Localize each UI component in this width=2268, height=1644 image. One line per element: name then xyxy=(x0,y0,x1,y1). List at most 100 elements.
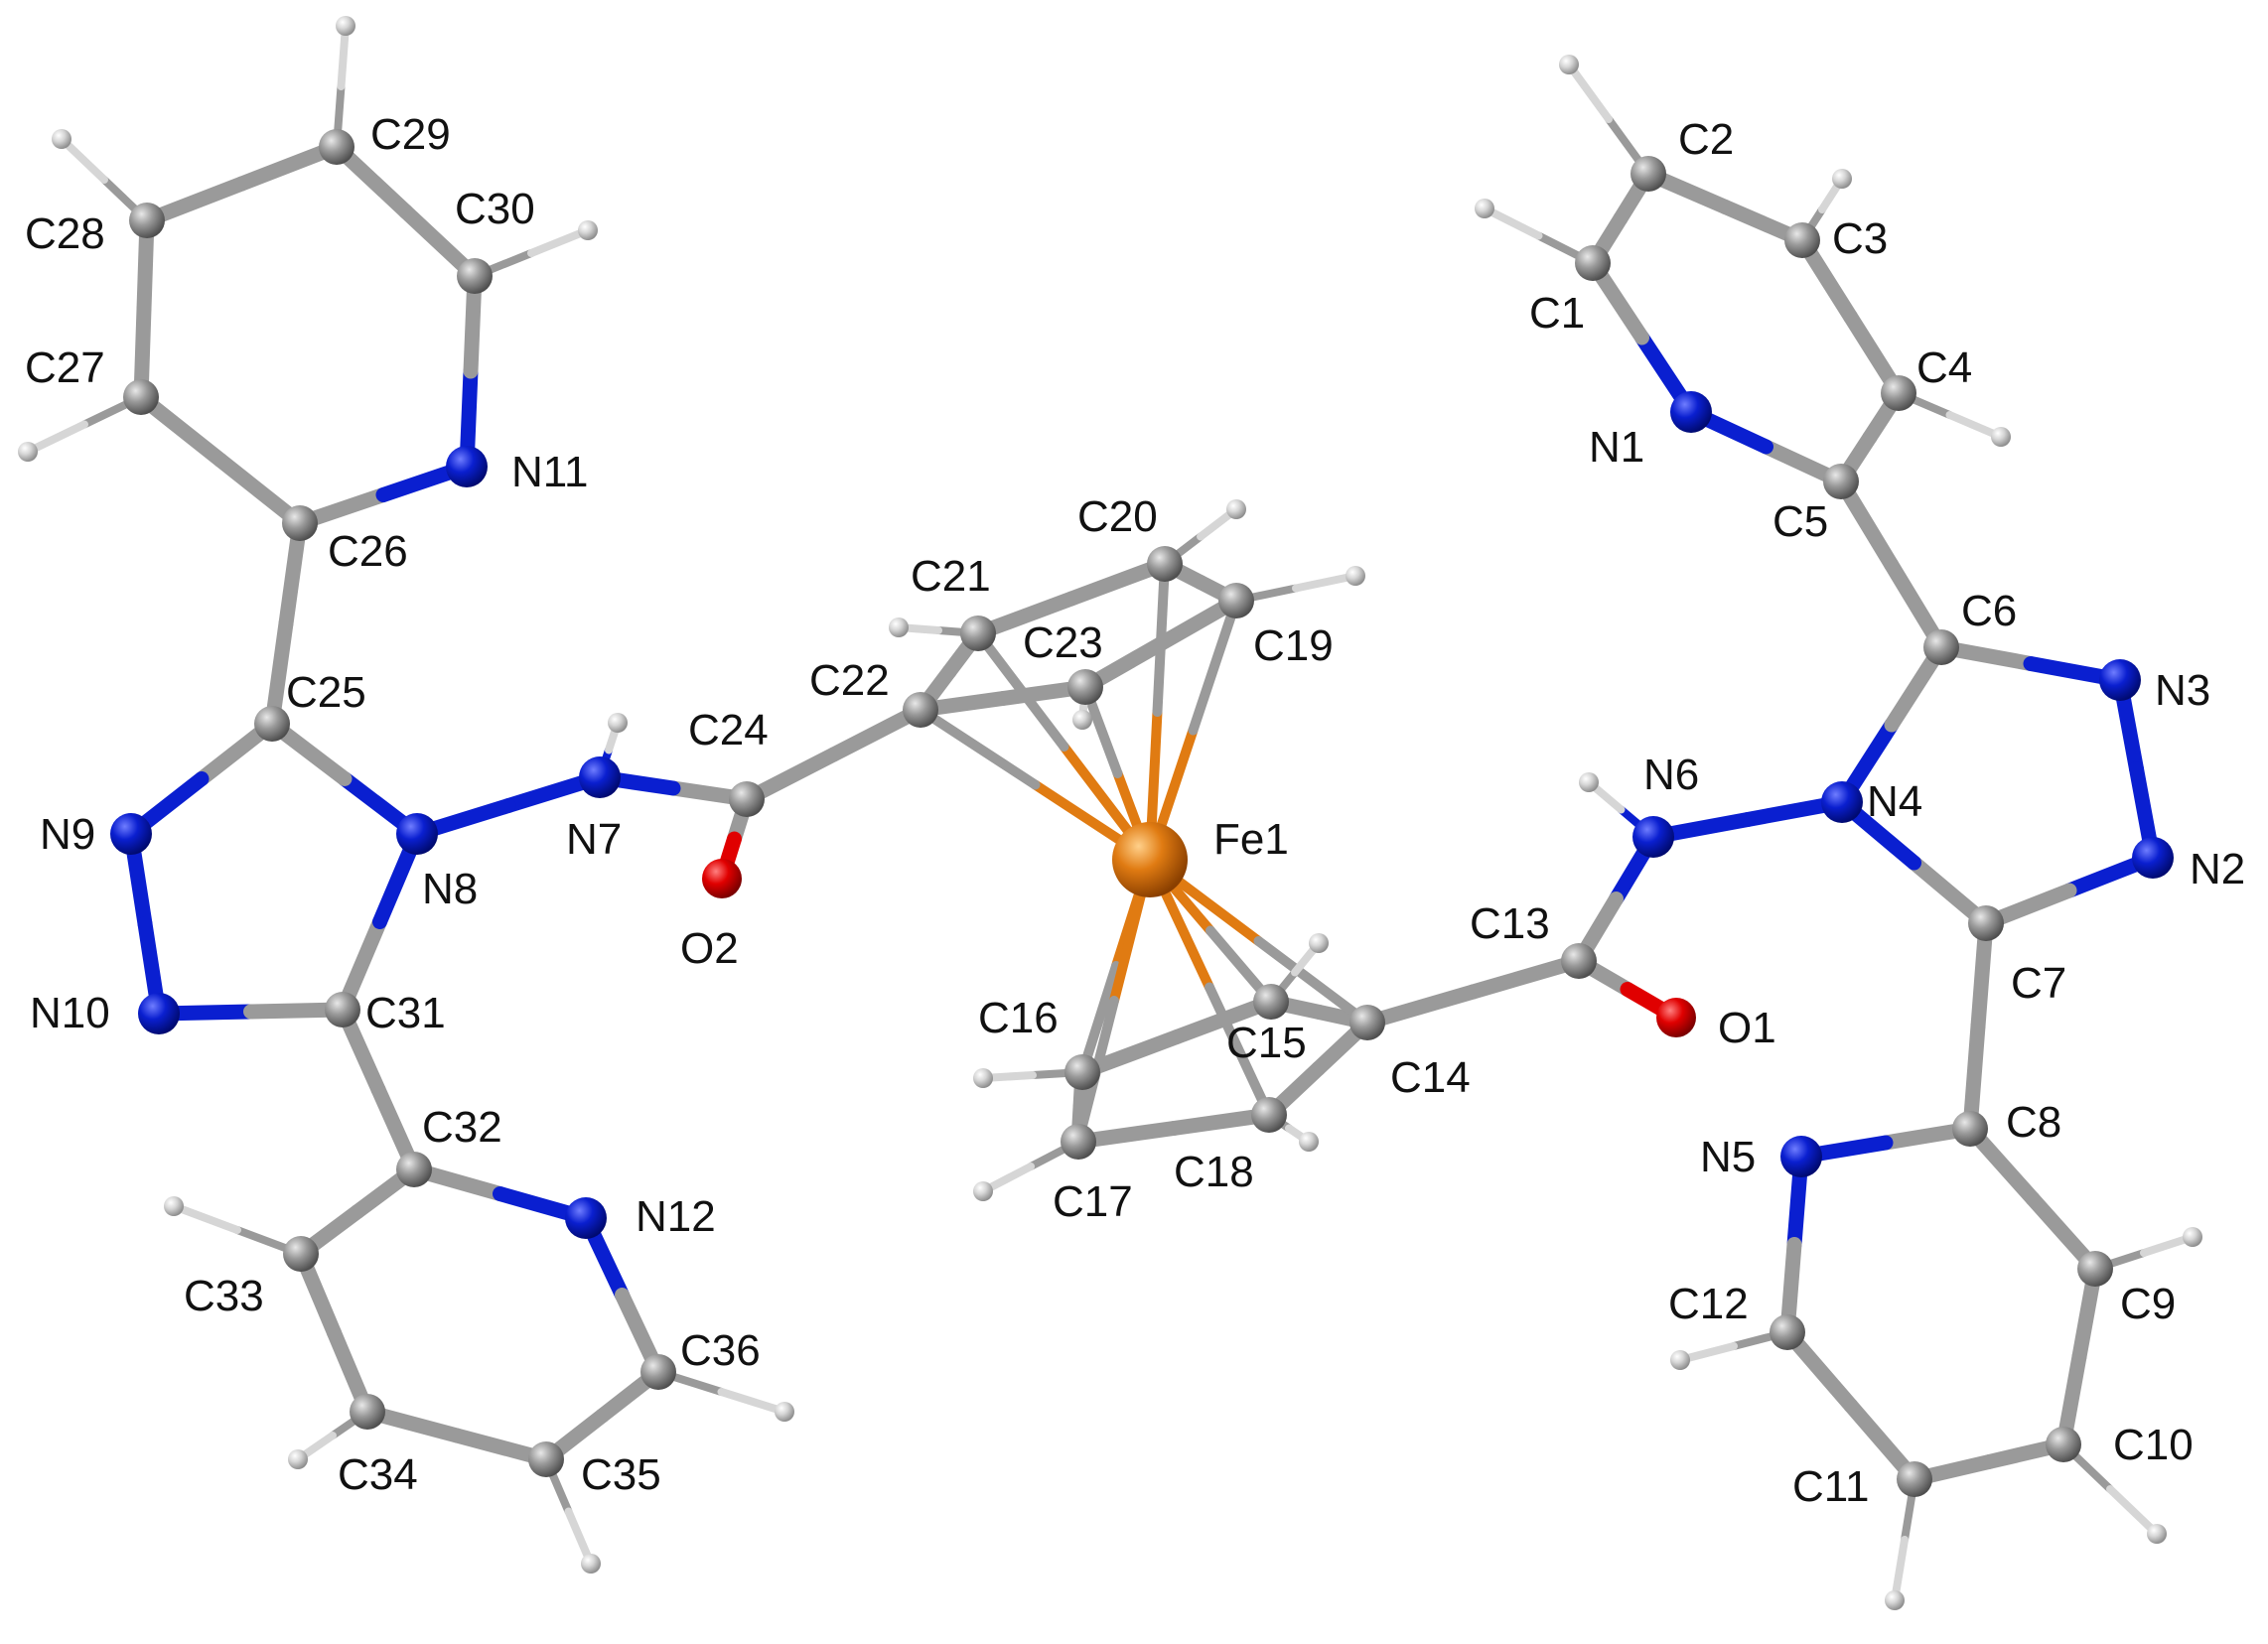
atom-label-N2: N2 xyxy=(2190,845,2245,893)
atom-label-C14: C14 xyxy=(1390,1053,1471,1102)
atom-label-N9: N9 xyxy=(40,810,95,859)
atom-H18 xyxy=(1299,1132,1319,1152)
bond-C22-C23 xyxy=(913,679,1093,718)
atom-label-C34: C34 xyxy=(338,1450,418,1499)
atom-H34 xyxy=(288,1449,308,1469)
bond-N3-N2 xyxy=(2112,672,2161,866)
atom-label-O1: O1 xyxy=(1718,1004,1776,1052)
atom-label-N1: N1 xyxy=(1589,423,1644,472)
atom-label-C9: C9 xyxy=(2120,1280,2176,1328)
atom-C31 xyxy=(325,992,360,1028)
bond-C31-N8 xyxy=(335,826,425,1018)
bond-N5-C12 xyxy=(1779,1149,1809,1340)
bond-C19-H19 xyxy=(1232,572,1359,605)
atom-H19 xyxy=(1346,566,1365,586)
atom-N9 xyxy=(110,813,152,855)
atom-H3 xyxy=(1832,169,1852,189)
bond-C33-C32 xyxy=(293,1162,422,1262)
atom-label-C21: C21 xyxy=(911,552,991,601)
atom-H12 xyxy=(1670,1350,1690,1370)
bond-half xyxy=(973,628,1069,752)
bond-C36-H36 xyxy=(654,1368,788,1416)
atom-C8 xyxy=(1952,1111,1988,1147)
atom-H10 xyxy=(2147,1524,2167,1544)
atom-label-C24: C24 xyxy=(688,706,769,754)
bond-half xyxy=(916,705,1041,790)
atom-label-C23: C23 xyxy=(1023,618,1103,667)
atom-label-N12: N12 xyxy=(636,1192,716,1241)
bond-C9-C8 xyxy=(1962,1121,2103,1277)
atom-H35 xyxy=(581,1554,601,1574)
bond-N1-C1 xyxy=(1585,255,1699,420)
atom-H2 xyxy=(1559,55,1579,74)
atom-C32 xyxy=(396,1152,432,1187)
atom-H27 xyxy=(18,442,38,462)
bond-C30-H30 xyxy=(471,226,592,280)
atom-N8 xyxy=(396,813,438,855)
atom-N7 xyxy=(579,756,621,798)
atom-H1 xyxy=(1475,199,1494,218)
atom-label-C8: C8 xyxy=(2006,1098,2061,1147)
bond-C26-N11 xyxy=(292,459,475,531)
bond-C29-H29 xyxy=(333,22,350,151)
bond-C1-H1 xyxy=(1481,205,1597,267)
bond-C33-H33 xyxy=(170,1202,305,1258)
atom-N10 xyxy=(138,993,180,1034)
atom-label-C4: C4 xyxy=(1916,343,1972,392)
bond-C29-C28 xyxy=(139,139,345,228)
bond-C13-C14 xyxy=(1359,953,1587,1030)
bond-Fe1-C18 xyxy=(1145,855,1274,1120)
atom-C15 xyxy=(1253,984,1289,1020)
atom-C4 xyxy=(1881,375,1916,411)
atom-C36 xyxy=(640,1354,676,1390)
atom-label-N11: N11 xyxy=(511,448,588,496)
atom-label-C18: C18 xyxy=(1174,1148,1254,1196)
atom-H23 xyxy=(1072,710,1092,730)
bond-C36-C35 xyxy=(538,1364,666,1467)
bond-C8-N5 xyxy=(1793,1121,1978,1164)
atom-label-C3: C3 xyxy=(1832,214,1888,263)
atom-C16 xyxy=(1064,1054,1100,1090)
atom-C11 xyxy=(1897,1461,1932,1497)
atom-label-N4: N4 xyxy=(1867,777,1922,826)
bond-C22-C24 xyxy=(739,702,928,807)
bond-half xyxy=(1481,205,1543,240)
atom-N6 xyxy=(1632,816,1674,858)
atom-C29 xyxy=(319,129,354,165)
bond-half xyxy=(24,420,88,456)
atom-label-C19: C19 xyxy=(1253,621,1334,670)
atom-label-C6: C6 xyxy=(1961,587,2017,635)
atom-label-C20: C20 xyxy=(1077,492,1158,541)
atom-label-C28: C28 xyxy=(25,209,105,258)
atom-C1 xyxy=(1575,245,1611,281)
atom-H29 xyxy=(336,16,355,36)
atom-H20 xyxy=(1226,499,1246,519)
atom-C33 xyxy=(283,1236,319,1272)
bond-N12-C36 xyxy=(578,1210,666,1380)
atom-label-C17: C17 xyxy=(1053,1177,1133,1226)
atom-label-Fe1: Fe1 xyxy=(1213,815,1289,864)
bond-C11-H11 xyxy=(1891,1475,1918,1604)
atom-C35 xyxy=(528,1441,564,1477)
bond-half xyxy=(1077,961,1121,1077)
bond-half xyxy=(717,1388,788,1416)
atom-N12 xyxy=(565,1197,607,1239)
bond-half xyxy=(1466,953,1587,1000)
atom-H6 xyxy=(1579,772,1599,792)
atom-label-C32: C32 xyxy=(422,1103,502,1152)
atom-H28 xyxy=(52,129,71,149)
bond-C2-C3 xyxy=(1640,166,1810,248)
atom-C2 xyxy=(1630,156,1666,192)
bond-half xyxy=(1205,982,1274,1120)
bond-C5-N1 xyxy=(1683,404,1849,489)
bond-half xyxy=(1188,596,1241,736)
atom-label-C16: C16 xyxy=(978,994,1059,1042)
atom-C9 xyxy=(2077,1251,2113,1287)
bond-half xyxy=(1253,936,1372,1028)
bond-N9-N10 xyxy=(123,826,167,1022)
bond-half xyxy=(527,226,592,257)
atom-C5 xyxy=(1823,464,1859,499)
atom-C21 xyxy=(960,616,996,651)
atom-label-C2: C2 xyxy=(1678,115,1734,164)
atom-label-C5: C5 xyxy=(1772,497,1828,546)
